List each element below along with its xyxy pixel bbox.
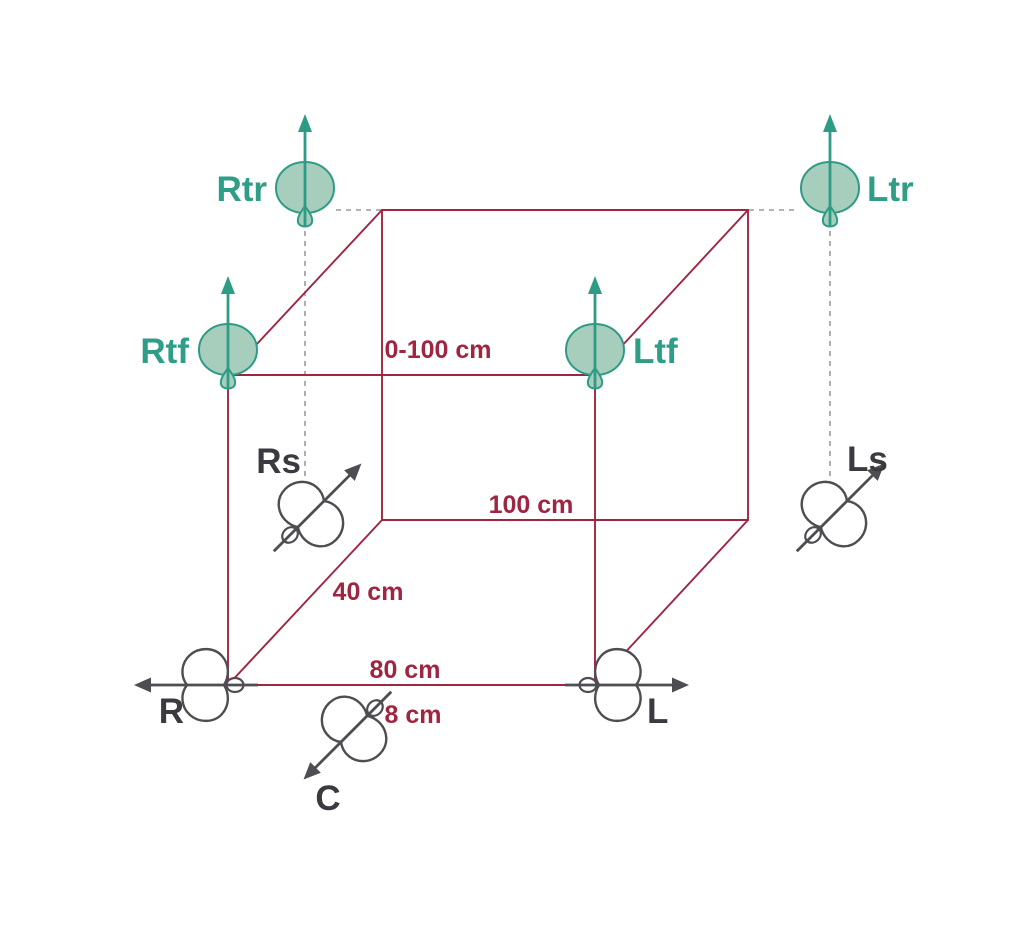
label-rs: Rs xyxy=(256,442,301,481)
label-r: R xyxy=(159,692,184,731)
upward-cardioid-mic-icon xyxy=(274,112,336,228)
cardioid-mic-icon xyxy=(563,647,691,723)
mic-rtf xyxy=(197,274,259,390)
cube-edges xyxy=(227,209,749,686)
label-rtf: Rtf xyxy=(140,332,189,371)
mic-ltf xyxy=(564,274,626,390)
label-ltf: Ltf xyxy=(633,332,678,371)
label-ltr: Ltr xyxy=(867,170,914,209)
mic-l xyxy=(563,647,691,723)
upward-cardioid-mic-icon xyxy=(564,274,626,390)
edge-bottom-left-depth xyxy=(227,519,383,686)
dim-top-layer-height: 0-100 cm xyxy=(384,336,491,364)
guide-lines xyxy=(304,209,831,520)
label-c: C xyxy=(315,779,340,818)
upward-cardioid-mic-icon xyxy=(197,274,259,390)
dim-rear-width: 100 cm xyxy=(489,491,574,519)
label-l: L xyxy=(647,692,668,731)
label-ls: Ls xyxy=(847,440,888,479)
dim-front-width: 80 cm xyxy=(370,656,441,684)
label-rtr: Rtr xyxy=(216,170,267,209)
dim-layer-depth: 40 cm xyxy=(333,578,404,606)
top-layer-mics xyxy=(197,112,861,390)
upward-cardioid-mic-icon xyxy=(799,112,861,228)
cardioid-mic-icon xyxy=(770,436,912,578)
mic-ls xyxy=(770,436,912,578)
mic-rtr xyxy=(274,112,336,228)
mic-r xyxy=(132,647,260,723)
cardioid-mic-icon xyxy=(276,665,418,807)
mic-c xyxy=(276,665,418,807)
cardioid-mic-icon xyxy=(132,647,260,723)
mic-ltr xyxy=(799,112,861,228)
mic-labels: Rtr Ltr Rtf Ltf Rs Ls R L C xyxy=(140,170,914,818)
dimension-labels: 0-100 cm 100 cm 40 cm 80 cm 8 cm xyxy=(333,336,574,729)
dim-center-mic-offset: 8 cm xyxy=(385,701,442,729)
